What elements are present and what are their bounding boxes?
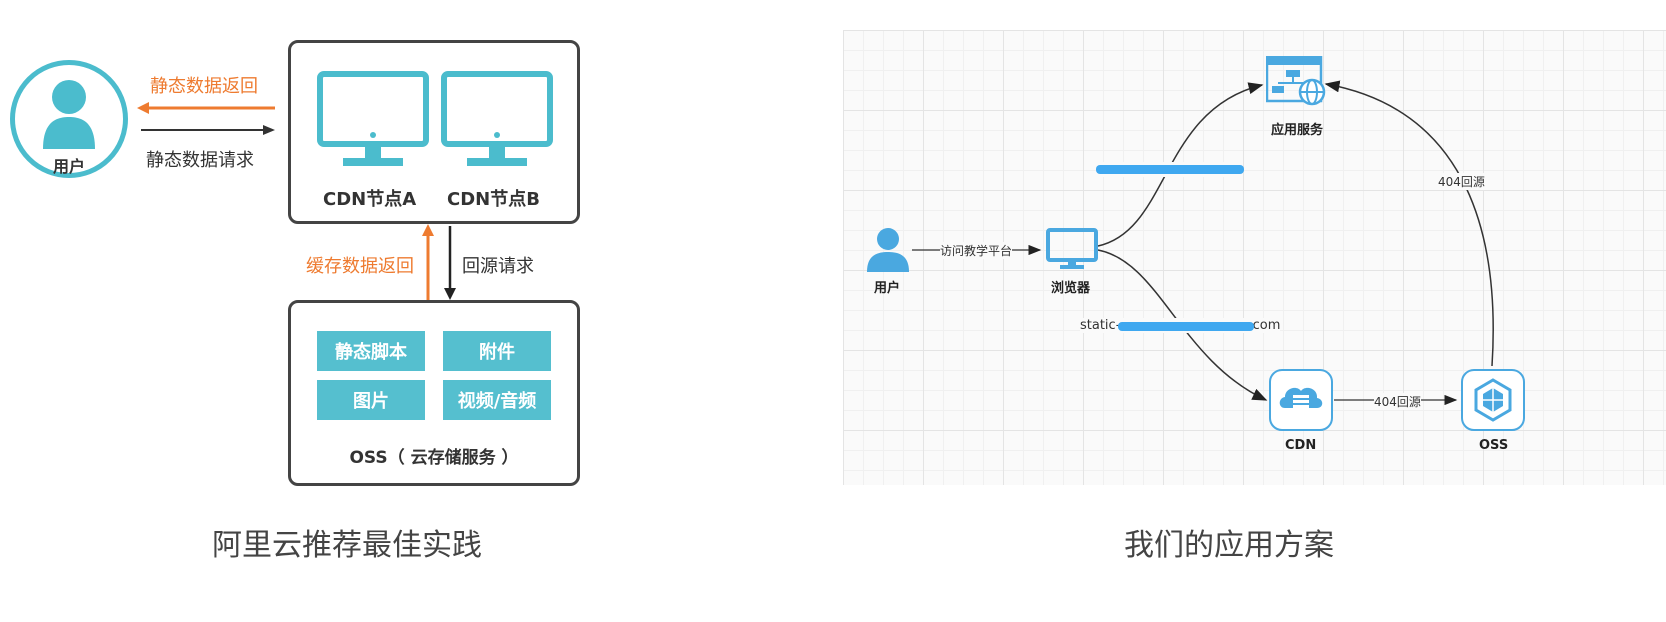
user-node: 用户 [10, 60, 128, 178]
return-static-label: 静态数据返回 [150, 76, 258, 97]
tile-attachments: 附件 [443, 331, 551, 371]
cdn-node-a-label: CDN节点A [323, 189, 417, 210]
app-service-label: 应用服务 [1271, 123, 1324, 138]
monitor-icon [317, 71, 429, 166]
user-label: 用户 [52, 157, 85, 176]
oss-label: OSS（ 云存储服务 ） [349, 448, 519, 468]
cache-return-label: 缓存数据返回 [306, 256, 414, 277]
tile-images: 图片 [317, 380, 425, 420]
tile-video-audio: 视频/音频 [443, 380, 551, 420]
redaction-bar [1118, 322, 1254, 331]
request-static-label: 静态数据请求 [146, 150, 254, 171]
tile-static-scripts: 静态脚本 [317, 331, 425, 371]
user-cdn-arrows [137, 102, 275, 135]
redaction-bar [1096, 165, 1244, 174]
left-caption: 阿里云推荐最佳实践 [212, 528, 482, 563]
right-user-label: 用户 [874, 281, 901, 296]
app-service-icon [1266, 56, 1326, 106]
fallback-cdn-oss-label: 404回源 [1374, 393, 1421, 410]
visit-label: 访问教学平台 [940, 242, 1013, 259]
monitor-icon [441, 71, 553, 166]
browser-monitor-icon [1046, 228, 1098, 269]
browser-label: 浏览器 [1051, 281, 1091, 296]
right-user-icon [867, 228, 909, 272]
cdn-label: CDN [1285, 438, 1317, 453]
cdn-oss-arrows [422, 224, 456, 300]
right-caption: 我们的应用方案 [1124, 528, 1334, 563]
user-icon [43, 80, 95, 149]
oss-cube-icon [1461, 369, 1525, 431]
oss-right-label: OSS [1479, 438, 1509, 453]
origin-request-label: 回源请求 [462, 256, 534, 277]
cdn-node-b-label: CDN节点B [447, 189, 540, 210]
fallback-oss-app-label: 404回源 [1438, 173, 1485, 190]
cdn-cloud-icon [1269, 369, 1333, 431]
oss-box: 静态脚本 附件 图片 视频/音频 OSS（ 云存储服务 ） [288, 300, 580, 486]
cdn-box: CDN节点A CDN节点B [288, 40, 580, 224]
